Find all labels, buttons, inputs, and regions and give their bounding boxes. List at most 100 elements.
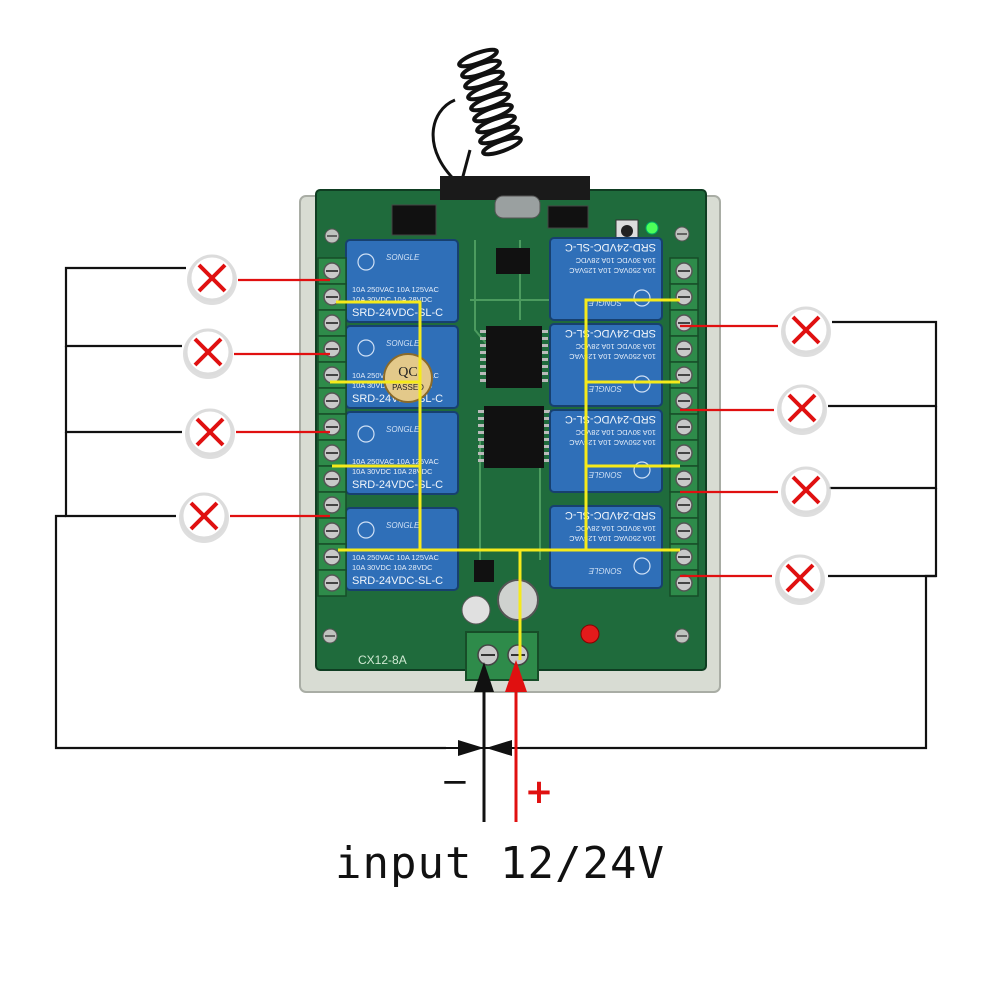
load-cross [791,315,821,345]
load-lamp [183,328,233,379]
relay-rating-2: 10A 30VDC 10A 28VDC [352,295,433,304]
ic-pin [478,431,484,434]
antenna-coil-turn [481,135,523,157]
ic-pin [542,337,548,340]
ic-pin [480,358,486,361]
black-wire [520,574,936,750]
load-output-wiring [230,278,778,578]
ic-pin [542,365,548,368]
ic-pin [480,330,486,333]
ic-pin [478,459,484,462]
relay-model: SRD-24VDC-SL-C [565,327,656,339]
ic-pin [542,372,548,375]
black-wire [54,514,446,750]
ic-pin [544,424,550,427]
ic-pin [480,351,486,354]
relay-brand: SONGLE [386,339,420,348]
ic-pin [478,445,484,448]
relay-logo [357,425,375,443]
ic-pin [542,358,548,361]
relay-brand: SONGLE [588,566,622,575]
load-lamp [775,554,825,605]
relay-rating-1: 10A 250VAC 10A 125VAC [352,457,439,466]
ic-pin [480,344,486,347]
ic-driver [484,406,544,468]
ic-pin [478,424,484,427]
positive-input-arrow [505,660,527,822]
load-lamp [187,254,237,305]
ic-pin [542,379,548,382]
relay-logo [633,557,651,575]
relay-model: SRD-24VDC-SL-C [352,575,443,587]
voltage-regulator [474,560,494,582]
ic-pin [542,344,548,347]
ic-pins [478,330,550,462]
ic-pin [480,379,486,382]
relay-rating-1: 10A 250VAC 10A 125VAC [352,553,439,562]
relay-brand: SONGLE [386,425,420,434]
load-lamp [781,306,831,357]
ic-pin [544,459,550,462]
yellow-jumper [520,298,680,552]
relay-rating-2: 10A 30VDC 10A 28VDC [575,524,656,533]
relay-model: SRD-24VDC-SL-C [565,241,656,253]
black-wire [828,320,938,408]
relay-rating-2: 10A 30VDC 10A 28VDC [575,428,656,437]
learn-button-cap [621,225,633,237]
relay-logo [633,461,651,479]
ic-pin [480,337,486,340]
ic-pin [544,410,550,413]
terminal-block-left [317,257,347,597]
mounting-screws [322,226,690,644]
relay-logo [357,253,375,271]
relay-rating-1: 10A 250VAC 10A 125VAC [569,352,656,361]
load-cross [189,501,219,531]
relay-rating-2: 10A 30VDC 10A 28VDC [575,256,656,265]
load-cross [785,563,815,593]
relay-rating-1: 10A 250VAC 10A 125VAC [569,534,656,543]
qc-sticker-line-2: PASSED [392,383,424,392]
negative-input-arrow [446,662,520,822]
board-label: CX12-8A [358,653,407,667]
relay-model: SRD-24VDC-SL-C [352,479,443,491]
ic-pin [544,417,550,420]
green-led [645,221,659,235]
relay-brand: SONGLE [588,384,622,393]
common-jumper-wires [330,298,680,660]
jumper-header [391,204,437,236]
relay-rating-2: 10A 30VDC 10A 28VDC [575,342,656,351]
black-wire [64,346,182,434]
power-terminal-screws [477,644,529,666]
qc-sticker: QC PASSED [383,353,433,403]
relay-rating-1: 10A 250VAC 10A 125VAC [569,266,656,275]
ic-pin [478,417,484,420]
black-wire [828,406,938,490]
loads [179,254,831,605]
relay-rating-1: 10A 250VAC 10A 125VAC [569,438,656,447]
ic-decoder [486,326,542,388]
capacitor-small [461,595,491,625]
load-cross [193,337,223,367]
antenna [431,47,523,187]
relay-logo [633,289,651,307]
ic-small [496,248,530,274]
positive-label: + [524,772,554,812]
load-cross [195,417,225,447]
relay-logo [357,339,375,357]
ic-pin [478,438,484,441]
relay-brand: SONGLE [588,470,622,479]
relay-logo [633,375,651,393]
antenna-lead [460,149,472,181]
load-cross [791,475,821,505]
black-wire [64,266,186,348]
crystal [494,195,541,219]
load-cross [197,263,227,293]
relay-rating-2: 10A 30VDC 10A 28VDC [352,467,433,476]
